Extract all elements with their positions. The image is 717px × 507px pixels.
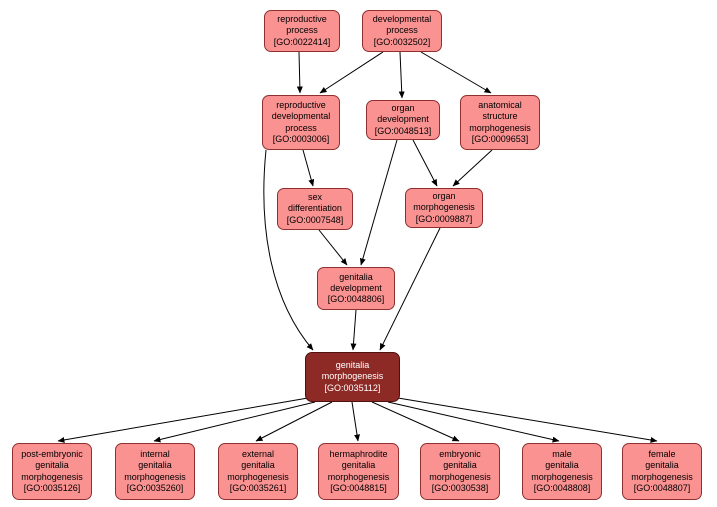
edge-0032502-0048513 — [398, 51, 405, 99]
edge-0003006-0007548 — [302, 149, 315, 187]
edge-0048513-0048806 — [359, 139, 398, 266]
edge-0032502-0009653 — [420, 51, 492, 94]
edge-0003006-0035112 — [263, 149, 314, 351]
edge-0048513-0009887 — [412, 139, 438, 187]
node-anatomical-structure-morphogenesis[interactable]: anatomical structure morphogenesis [GO:0… — [460, 95, 540, 150]
node-embryonic-genitalia-morphogenesis[interactable]: embryonic genitalia morphogenesis [GO:00… — [420, 443, 500, 500]
edge-0009653-0009887 — [452, 149, 493, 187]
edge-0035112-0048808 — [387, 401, 560, 443]
node-sex-differentiation[interactable]: sex differentiation [GO:0007548] — [277, 188, 353, 230]
node-post-embryonic-genitalia-morphogenesis[interactable]: post-embryonic genitalia morphogenesis [… — [12, 443, 92, 500]
edge-0035112-0035126 — [57, 397, 309, 443]
node-internal-genitalia-morphogenesis[interactable]: internal genitalia morphogenesis [GO:003… — [115, 443, 195, 500]
edge-0032502-0003006 — [319, 51, 384, 94]
node-developmental-process[interactable]: developmental process [GO:0032502] — [362, 10, 442, 52]
node-external-genitalia-morphogenesis[interactable]: external genitalia morphogenesis [GO:003… — [218, 443, 298, 500]
node-organ-morphogenesis[interactable]: organ morphogenesis [GO:0009887] — [405, 188, 483, 228]
node-hermaphrodite-genitalia-morphogenesis[interactable]: hermaphrodite genitalia morphogenesis [G… — [318, 443, 399, 500]
edge-0007548-0048806 — [318, 229, 348, 266]
edge-0048806-0035112 — [350, 309, 357, 351]
node-reproductive-process[interactable]: reproductive process [GO:0022414] — [264, 10, 340, 52]
edge-0035112-0048815 — [351, 401, 360, 442]
node-organ-development[interactable]: organ development [GO:0048513] — [366, 100, 440, 140]
node-male-genitalia-morphogenesis[interactable]: male genitalia morphogenesis [GO:0048808… — [522, 443, 602, 500]
edge-0035112-0035260 — [153, 401, 316, 443]
edge-0035112-0035261 — [255, 401, 333, 442]
edge-0022414-0003006 — [296, 51, 303, 94]
edge-0035112-0048807 — [397, 397, 658, 443]
node-genitalia-development[interactable]: genitalia development [GO:0048806] — [317, 267, 395, 310]
node-reproductive-developmental-process[interactable]: reproductive developmental process [GO:0… — [262, 95, 340, 150]
node-genitalia-morphogenesis-selected[interactable]: genitalia morphogenesis [GO:0035112] — [305, 352, 400, 402]
edge-0035112-0030538 — [371, 401, 460, 442]
node-female-genitalia-morphogenesis[interactable]: female genitalia morphogenesis [GO:00488… — [622, 443, 702, 500]
